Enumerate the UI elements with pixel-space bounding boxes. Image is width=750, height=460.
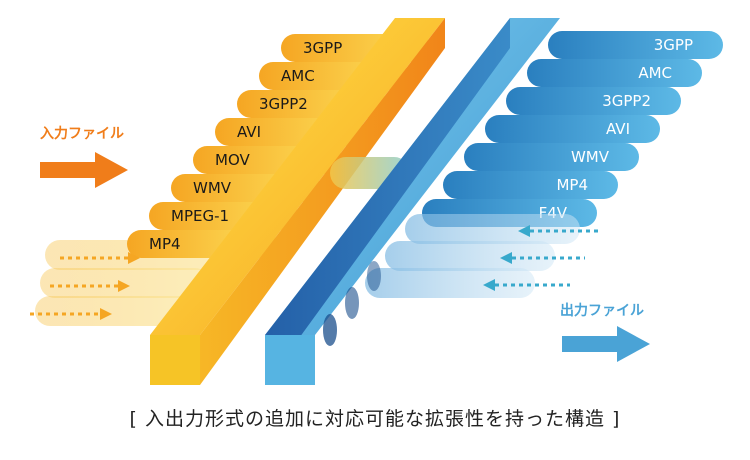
dotted-arrow-head (483, 279, 495, 291)
input-format-label: 3GPP2 (259, 95, 308, 113)
output-arrow-icon (562, 326, 650, 362)
bar-hole (367, 261, 381, 291)
bar-hole (345, 287, 359, 319)
input-label: 入力ファイル (40, 125, 124, 142)
input-arrow-icon (40, 152, 128, 188)
dotted-arrow-head (100, 308, 112, 320)
faint-input-pill (35, 296, 195, 326)
output-format-pill (464, 143, 639, 171)
output-bar (265, 18, 560, 385)
input-format-label: 3GPP (303, 39, 342, 57)
input-format-label: AMC (281, 67, 315, 85)
output-format-label: 3GPP (654, 36, 693, 54)
faint-output-pills (365, 214, 580, 298)
output-format-pill (527, 59, 702, 87)
diagram-caption: [ 入出力形式の追加に対応可能な拡張性を持った構造 ] (129, 408, 621, 430)
input-format-label: WMV (193, 179, 232, 197)
output-format-label: MP4 (556, 176, 588, 194)
output-format-pill (443, 171, 618, 199)
dotted-arrow-head (518, 225, 530, 237)
dotted-arrow-head (128, 252, 140, 264)
output-format-label: AMC (638, 64, 672, 82)
input-format-label: AVI (237, 123, 261, 141)
output-format-label: WMV (571, 148, 610, 166)
output-label: 出力ファイル (560, 302, 644, 319)
output-format-pill (485, 115, 660, 143)
faint-output-pill (405, 214, 580, 244)
dotted-arrow-head (118, 280, 130, 292)
faint-output-pill (365, 268, 535, 298)
bar-hole (323, 314, 337, 346)
faint-output-pill (385, 241, 555, 271)
dotted-arrow-head (500, 252, 512, 264)
output-format-label: AVI (606, 120, 630, 138)
input-dotted-arrows (30, 252, 140, 320)
output-dotted-arrows (483, 225, 600, 291)
input-format-label: MOV (215, 151, 250, 169)
output-format-label: 3GPP2 (602, 92, 651, 110)
output-format-pill (506, 87, 681, 115)
faint-input-pill (40, 268, 210, 298)
input-format-label: MP4 (149, 235, 181, 253)
output-format-pill (548, 31, 723, 59)
input-format-label: MPEG-1 (171, 207, 229, 225)
input-bar (150, 18, 445, 385)
